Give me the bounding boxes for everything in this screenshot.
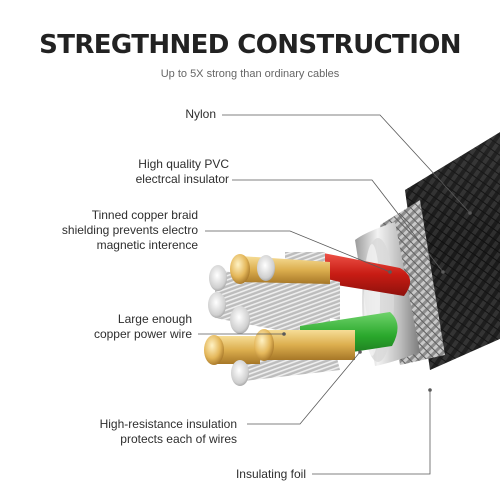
- leader-lines: [198, 114, 471, 475]
- leader-foil: [312, 390, 431, 475]
- leader-insulation: [247, 351, 361, 425]
- silver-strand-ends: [208, 255, 275, 386]
- gold-wire-left: [204, 335, 260, 365]
- page-subtitle: Up to 5X strong than ordinary cables: [160, 68, 340, 80]
- callout-insulation: High-resistance insulation protects each…: [100, 417, 237, 447]
- callout-foil-line-1: Insulating foil: [235, 467, 306, 481]
- callout-nylon-line-1: Nylon: [185, 107, 216, 121]
- callout-braid-line-3: magnetic interence: [96, 238, 198, 252]
- callout-pvc: High quality PVC electrcal insulator: [136, 157, 229, 187]
- callout-insulation-line-2: protects each of wires: [120, 432, 237, 446]
- leader-pvc: [232, 179, 444, 273]
- callout-braid: Tinned copper braid shielding prevents e…: [62, 208, 198, 253]
- callout-pvc-line-1: High quality PVC: [138, 157, 229, 171]
- callout-foil: Insulating foil: [236, 467, 306, 482]
- callout-nylon: Nylon: [185, 107, 216, 122]
- callout-braid-line-2: shielding prevents electro: [61, 223, 198, 237]
- leader-nylon: [222, 114, 471, 214]
- callout-copper: Large enough copper power wire: [94, 312, 192, 342]
- callout-insulation-line-1: High-resistance insulation: [99, 417, 237, 431]
- callout-braid-line-1: Tinned copper braid: [91, 208, 198, 222]
- leader-dots: [282, 211, 472, 392]
- callout-pvc-line-2: electrcal insulator: [135, 172, 229, 186]
- gold-wire-right: [254, 329, 355, 361]
- callout-copper-line-2: copper power wire: [93, 327, 192, 341]
- page-title: STREGTHNED CONSTRUCTION: [39, 30, 461, 60]
- callout-copper-line-1: Large enough: [117, 312, 192, 326]
- leader-braid: [205, 230, 391, 273]
